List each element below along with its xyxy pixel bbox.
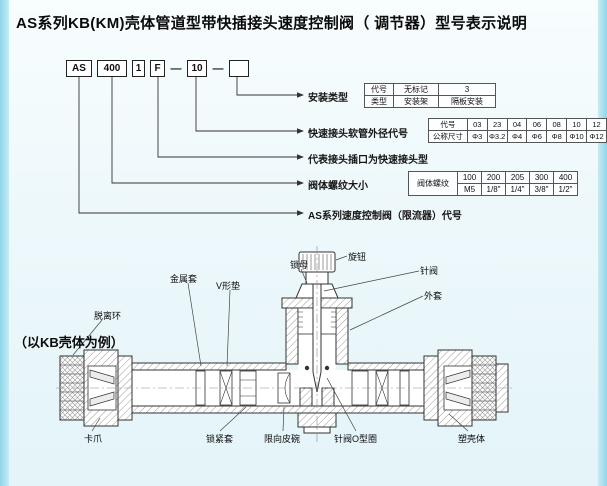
code-box-mount <box>229 60 249 77</box>
label-locking-sleeve: 锁紧套 <box>206 434 234 444</box>
right-edge-band <box>598 0 607 486</box>
model-code-row: AS 400 1 F — 10 — <box>66 60 249 77</box>
table-cell: 400 <box>553 171 578 184</box>
valve-drawing <box>59 251 509 434</box>
table-cell: 04 <box>506 118 528 131</box>
table-cell: 阀体螺纹 <box>408 171 458 196</box>
label-leader-lines <box>72 255 469 432</box>
callout-hose-od: 快速接头软管外径代号 <box>308 129 408 140</box>
table-cell: Φ3.2 <box>486 130 508 143</box>
table-cell: 06 <box>526 118 548 131</box>
table-cell: 205 <box>505 171 530 184</box>
table-cell: 200 <box>481 171 506 184</box>
code-box-hose: 10 <box>187 60 207 77</box>
label-release-ring: 脱离环 <box>94 311 122 321</box>
table-cell: 100 <box>457 171 482 184</box>
claw-shape <box>445 391 471 407</box>
table-cell: 10 <box>566 118 587 131</box>
table-cell: 隔板安装 <box>438 95 496 108</box>
table-cell: 3 <box>438 83 496 96</box>
label-plastic-shell: 塑壳体 <box>458 434 486 444</box>
table-cell: M5 <box>457 183 482 196</box>
hose-od-table: 代号 03 23 04 06 08 10 12 公称尺寸 Φ3 Φ3.2 Φ4 … <box>428 118 607 143</box>
table-cell: Φ8 <box>546 130 568 143</box>
table-cell: 1/4" <box>505 183 530 196</box>
label-cup-seal: 限向皮碗 <box>264 434 301 444</box>
label-claw: 卡爪 <box>84 434 103 444</box>
callout-mount-type: 安装类型 <box>308 93 348 104</box>
claw-shape <box>89 369 115 385</box>
label-outer-sleeve: 外套 <box>424 291 443 301</box>
label-needle-valve: 针阀 <box>420 266 439 276</box>
callout-thread-size: 阀体螺纹大小 <box>308 181 368 192</box>
table-cell: 12 <box>586 118 607 131</box>
table-cell: 代号 <box>428 118 468 131</box>
table-cell: 1/8" <box>481 183 506 196</box>
code-box-fitting: F <box>150 60 165 77</box>
example-caption: （以KB壳体为例） <box>14 335 124 350</box>
centerlines <box>56 246 512 444</box>
page-title: AS系列KB(KM)壳体管道型带快插接头速度控制阀（ 调节器）型号表示说明 <box>16 15 528 32</box>
label-lock-nut: 锁母 <box>290 260 309 270</box>
table-cell: 安装架 <box>393 95 439 108</box>
left-edge-band <box>0 0 9 486</box>
table-cell: 23 <box>486 118 508 131</box>
table-cell: 300 <box>529 171 554 184</box>
table-cell: Φ4 <box>506 130 528 143</box>
label-v-gasket: V形垫 <box>216 281 241 291</box>
code-separator: — <box>170 62 182 75</box>
claw-shape <box>445 369 471 385</box>
leader-arrowheads <box>297 92 304 216</box>
table-cell: Φ12 <box>586 130 607 143</box>
code-box-body-size: 400 <box>97 60 127 77</box>
label-knob: 旋钮 <box>348 252 367 262</box>
mount-type-table: 代号 无标记 3 类型 安装架 隔板安装 <box>364 83 496 108</box>
thread-size-table: 阀体螺纹 100 200 205 300 400 M5 1/8" 1/4" 3/… <box>408 171 578 196</box>
table-cell: Φ6 <box>526 130 548 143</box>
table-cell: 3/8" <box>529 183 554 196</box>
callout-fitting: 代表接头插口为快速接头型 <box>308 155 428 166</box>
table-cell: 03 <box>466 118 488 131</box>
needle-seat <box>299 387 335 407</box>
table-cell: 1/2" <box>553 183 578 196</box>
table-cell: 无标记 <box>393 83 439 96</box>
callout-series: AS系列速度控制阀（限流器）代号 <box>308 211 462 222</box>
outer-sleeve-shape <box>285 305 299 365</box>
table-cell: 类型 <box>364 95 394 108</box>
o-ring-shape <box>304 365 330 371</box>
table-cell: Φ10 <box>566 130 587 143</box>
outer-sleeve-shape <box>335 305 349 365</box>
label-metal-sleeve: 金属套 <box>170 274 198 284</box>
table-cell: Φ3 <box>466 130 488 143</box>
model-code-leader-lines <box>78 77 298 214</box>
label-o-ring: 针阀O型圈 <box>334 434 378 444</box>
claw-shape <box>89 391 115 407</box>
table-cell: 公称尺寸 <box>428 130 468 143</box>
code-box-series: AS <box>66 60 92 77</box>
code-box-type: 1 <box>132 60 145 77</box>
table-cell: 08 <box>546 118 568 131</box>
table-cell: 代号 <box>364 83 394 96</box>
code-separator: — <box>212 62 224 75</box>
